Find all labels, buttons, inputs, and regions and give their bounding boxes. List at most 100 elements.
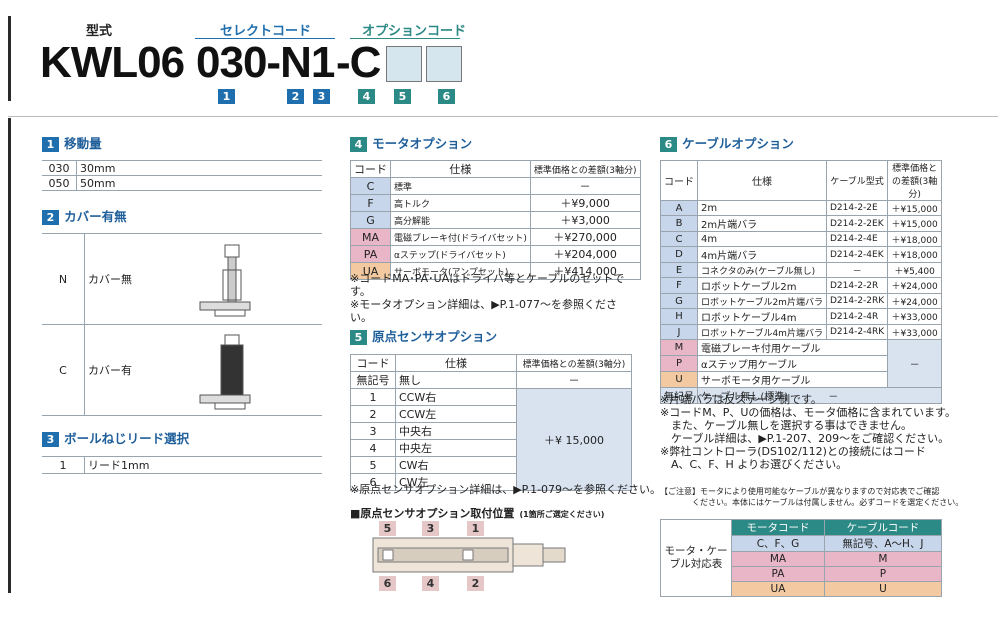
spec-cell: 高トルク [390, 194, 531, 212]
note-line: ケーブル詳細は、▶P.1-207、209～をご確認ください。 [660, 432, 950, 445]
sensor-position-drawing [372, 537, 566, 573]
price-cell: ＋¥204,000 [529, 245, 641, 263]
option-underline [350, 38, 460, 39]
pos-1-badge: 1 [467, 521, 484, 536]
stage-with-cover-drawing [199, 334, 251, 410]
price-cell: ＋¥9,000 [529, 194, 641, 212]
header-cell: コード [660, 160, 698, 201]
table-header-row: コード仕様ケーブル型式標準価格との差額(3軸分) [660, 160, 942, 201]
pos-6-badge: 6 [379, 576, 396, 591]
spec-cell: 2m [697, 200, 827, 216]
section-5-heading: 5 原点センサオプション [350, 326, 497, 345]
code-cell: MA [350, 228, 391, 246]
spec-cell: αステップ(ドライバセット) [390, 245, 531, 263]
motor-cell: UA [731, 581, 825, 597]
code-cell: H [660, 308, 698, 325]
price-cell: － [529, 177, 641, 195]
select-underline [195, 38, 335, 39]
spec-cell: ロボットケーブル4m片端バラ [697, 324, 827, 340]
model-cell: D214-2-2R [825, 277, 889, 294]
model-cell: D214-2-4EK [825, 246, 889, 263]
stage-no-cover-drawing [199, 244, 251, 317]
model-cell: D214-2-2E [825, 200, 889, 216]
num-badge-2: 2 [287, 89, 304, 104]
num-badge-3: 3 [313, 89, 330, 104]
model-code-select: 030-N1 [196, 38, 335, 87]
sensor-position-title: ■原点センサオプション取付位置 [350, 507, 515, 520]
header-cell: 標準価格との差額(3軸分) [887, 160, 942, 201]
section-4-num: 4 [350, 137, 367, 152]
motor-cell: MA [731, 551, 825, 567]
section-3-num: 3 [42, 432, 59, 447]
num-badge-4: 4 [358, 89, 375, 104]
caution-line: 【ご注意】モータにより使用可能なケーブルが異なりますので対応表でご確認 [660, 487, 940, 496]
section-5-note: ※原点センサオプション詳細は、▶P.1-079～を参照ください。 [350, 483, 662, 496]
table-header-row: コード仕様標準価格との差額(3軸分) [350, 354, 632, 372]
no-cable-price: － [828, 392, 839, 403]
left-accent-bar-2 [8, 118, 11, 593]
spec-cell: コネクタのみ(ケーブル無し) [697, 262, 827, 278]
note-line: A、C、F、H よりお選びください。 [660, 458, 848, 471]
option-box-6 [426, 46, 462, 82]
price-cell: ＋¥414,000 [529, 262, 641, 280]
spec-cell: 電磁ブレーキ付用ケーブル [696, 339, 889, 356]
pos-2-badge: 2 [467, 576, 484, 591]
model-cell: － [825, 262, 889, 278]
code-cell: C [350, 177, 391, 195]
section-3-title: ボールねじリード選択 [64, 431, 190, 446]
table-cell: 30mm [76, 160, 322, 176]
code-cell: D [660, 246, 698, 263]
code-cell: C [660, 231, 698, 247]
code-cell: U [660, 371, 698, 388]
model-cell: D214-2-2RK [825, 293, 889, 309]
section-2-num: 2 [42, 210, 59, 225]
num-badge-1: 1 [218, 89, 235, 104]
table-header-row: コード仕様標準価格との差額(3軸分) [350, 160, 641, 178]
code-cell: G [350, 211, 391, 229]
spec-cell: 高分解能 [390, 211, 531, 229]
spec-cell: CCW左 [395, 405, 517, 423]
spec-cell: 2m片端バラ [697, 215, 827, 232]
price-group-cell: ＋¥ 15,000 [516, 388, 632, 491]
code-cell: J [660, 324, 698, 340]
price-cell: ＋¥24,000 [887, 277, 942, 294]
code-cell: 4 [350, 439, 396, 457]
note-line: ※片端バラは反ステージ側です。 [660, 393, 822, 406]
pos-4-badge: 4 [422, 576, 439, 591]
caution-text: 【ご注意】モータにより使用可能なケーブルが異なりますので対応表でご確認 ください… [660, 486, 963, 508]
cable-cell: P [823, 566, 943, 582]
spec-cell: 無し [395, 371, 517, 389]
section-6-title: ケーブルオプション [682, 136, 794, 151]
section-4-title: モータオプション [372, 136, 473, 151]
caution-line: ください。本体にはケーブルは付属しません。必ずコードを選定ください。 [660, 498, 964, 507]
cable-cell: U [823, 581, 943, 597]
code-cell: 1 [350, 388, 396, 406]
code-cell: 無記号 [350, 371, 396, 389]
header-cell: 標準価格との差額(3軸分) [516, 354, 632, 372]
select-code-label: セレクトコード [220, 24, 312, 39]
price-cell: ＋¥24,000 [887, 293, 942, 309]
price-cell: ＋¥18,000 [887, 231, 942, 247]
code-cell: G [660, 293, 698, 309]
section-1-title: 移動量 [64, 136, 102, 151]
code-cell: 2 [350, 405, 396, 423]
section-5-title: 原点センサオプション [372, 329, 498, 344]
model-cell: D214-2-4E [825, 231, 889, 247]
